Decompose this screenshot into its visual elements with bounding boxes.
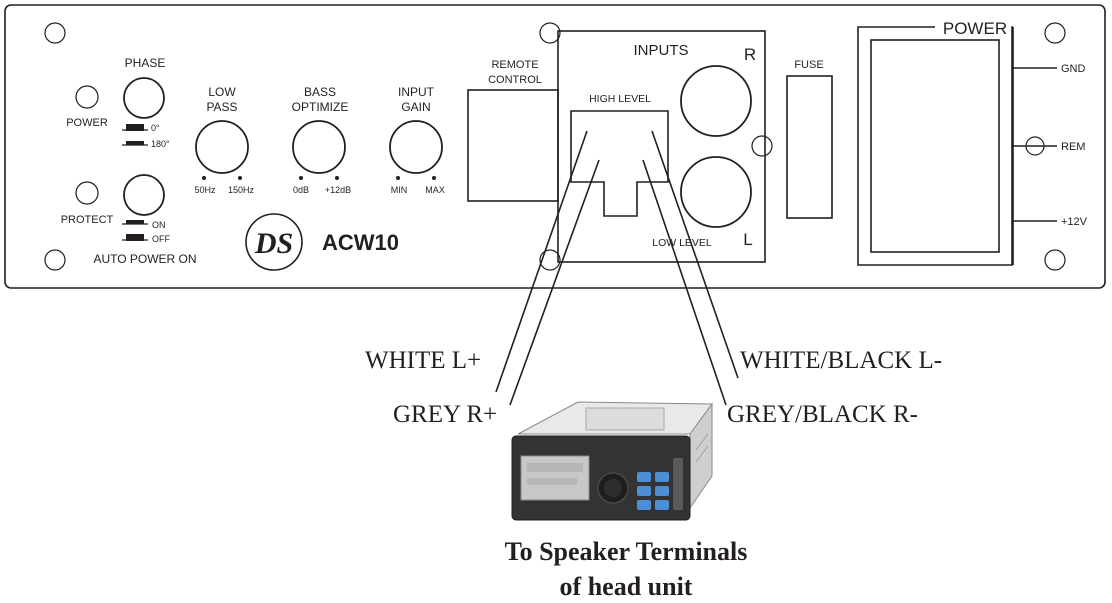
phase-option-0: 0°: [151, 123, 160, 133]
auto-power-on-label: ON: [152, 220, 166, 230]
inputs-section: [557, 30, 766, 263]
auto-power-knob[interactable]: [123, 174, 165, 216]
wire-grey-r-plus: [509, 159, 600, 406]
power-title: POWER: [943, 19, 1007, 38]
mounting-hole-icon: [44, 249, 66, 271]
fuse-label: FUSE: [794, 59, 823, 71]
high-level-label: HIGH LEVEL: [589, 93, 651, 105]
remote-label-2: CONTROL: [488, 74, 542, 86]
low-pass-min: 50Hz: [194, 185, 216, 195]
bass-label-2: OPTIMIZE: [292, 100, 349, 114]
phase-switch-icon: [126, 141, 144, 145]
mounting-hole-icon: [1044, 249, 1066, 271]
dot-icon: [396, 176, 400, 180]
rca-input-right[interactable]: [680, 65, 752, 137]
bass-optimize-knob[interactable]: [292, 120, 346, 174]
auto-power-switch-icon: [126, 220, 144, 224]
speaker-wires: [495, 130, 739, 406]
bass-max: +12dB: [325, 185, 351, 195]
power-terminal-block: [870, 39, 1000, 253]
ds-logo: DS: [245, 213, 303, 271]
wire-white-l-plus: [495, 130, 588, 393]
low-pass-knob[interactable]: [195, 120, 249, 174]
gnd-label: GND: [1061, 63, 1086, 75]
dot-icon: [432, 176, 436, 180]
bass-label-1: BASS: [304, 85, 336, 99]
svg-text:DS: DS: [254, 227, 293, 260]
mounting-hole-icon: [1044, 22, 1066, 44]
auto-power-off-label: OFF: [152, 234, 170, 244]
power-section: [857, 26, 1013, 266]
rem-label: REM: [1061, 141, 1085, 153]
low-pass-label-2: PASS: [206, 100, 237, 114]
low-pass-max: 150Hz: [228, 185, 255, 195]
wire-label-grey-black-r-minus: GREY/BLACK R-: [727, 401, 918, 428]
wire-label-white-l-plus: WHITE L+: [365, 347, 481, 374]
model-name: ACW10: [322, 230, 399, 255]
head-unit-image: [511, 401, 713, 521]
auto-power-title: AUTO POWER ON: [93, 252, 196, 266]
auto-power-switch-icon[interactable]: [126, 234, 144, 241]
head-unit-caption-1: To Speaker Terminals: [505, 537, 748, 566]
mounting-hole-icon: [751, 135, 773, 157]
protect-led-label: PROTECT: [61, 214, 114, 226]
phase-label: PHASE: [125, 56, 166, 70]
inputs-left-label: L: [743, 230, 752, 249]
wire-label-white-black-l-minus: WHITE/BLACK L-: [740, 347, 942, 374]
gain-label-2: GAIN: [401, 100, 430, 114]
gain-min: MIN: [391, 185, 408, 195]
low-pass-label-1: LOW: [208, 85, 236, 99]
protect-led-icon: [75, 181, 99, 205]
wire-white-black-l-minus: [651, 130, 739, 379]
bass-min: 0dB: [293, 185, 309, 195]
gain-max: MAX: [425, 185, 445, 195]
power-led-label: POWER: [66, 117, 108, 129]
phase-switch-icon[interactable]: [126, 124, 144, 131]
dot-icon: [202, 176, 206, 180]
inputs-title: INPUTS: [633, 42, 688, 59]
mounting-hole-icon: [539, 22, 561, 44]
dot-icon: [335, 176, 339, 180]
power-led-icon: [75, 85, 99, 109]
dot-icon: [299, 176, 303, 180]
fuse-holder[interactable]: [786, 75, 833, 219]
high-level-connector[interactable]: [570, 110, 669, 217]
amplifier-panel: [4, 4, 1106, 289]
head-unit-caption-2: of head unit: [560, 572, 693, 601]
mounting-hole-icon: [44, 22, 66, 44]
wire-grey-black-r-minus: [642, 159, 727, 406]
low-level-label: LOW LEVEL: [652, 237, 712, 249]
mounting-hole-icon: [539, 249, 561, 271]
input-gain-knob[interactable]: [389, 120, 443, 174]
phase-option-180: 180°: [151, 139, 170, 149]
phase-knob[interactable]: [123, 77, 165, 119]
rca-input-left[interactable]: [680, 156, 752, 228]
wire-label-grey-r-plus: GREY R+: [393, 401, 497, 428]
remote-label-1: REMOTE: [491, 59, 538, 71]
mounting-holes: [44, 22, 1066, 271]
v12-label: +12V: [1061, 216, 1088, 228]
gain-label-1: INPUT: [398, 85, 435, 99]
inputs-right-label: R: [744, 45, 756, 64]
dot-icon: [238, 176, 242, 180]
rem-terminal-icon: [1025, 136, 1045, 156]
remote-control-port[interactable]: [467, 89, 559, 202]
